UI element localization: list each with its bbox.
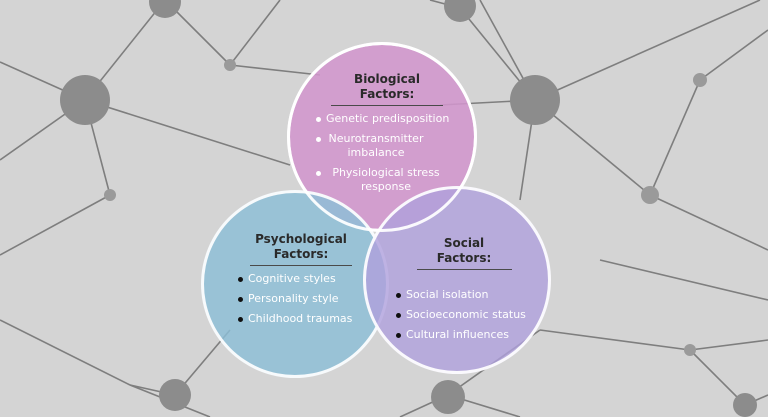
list-item: Cognitive styles (236, 272, 366, 286)
psychological-factors-title: Psychological Factors: (250, 232, 352, 266)
list-item: Cultural influences (394, 328, 534, 342)
social-factors-list: Social isolation Socioeconomic status Cu… (394, 288, 534, 342)
biological-factors-block: Biological Factors: Genetic predispositi… (314, 72, 460, 200)
psychological-factors-block: Psychological Factors: Cognitive styles … (236, 232, 366, 332)
psychological-factors-list: Cognitive styles Personality style Child… (236, 272, 366, 326)
list-item: Social isolation (394, 288, 534, 302)
list-item: Personality style (236, 292, 366, 306)
list-item: Physiological stress response (314, 166, 446, 194)
list-item: Genetic predisposition (314, 112, 460, 126)
social-factors-block: Social Factors: Social isolation Socioec… (394, 236, 534, 348)
biological-circle-outline (287, 42, 477, 232)
biological-factors-title: Biological Factors: (331, 72, 443, 106)
biological-factors-list: Genetic predisposition Neurotransmitter … (314, 112, 460, 194)
list-item: Childhood traumas (236, 312, 366, 326)
list-item: Neurotransmitter imbalance (314, 132, 426, 160)
list-item: Socioeconomic status (394, 308, 534, 322)
social-factors-title: Social Factors: (416, 236, 512, 270)
